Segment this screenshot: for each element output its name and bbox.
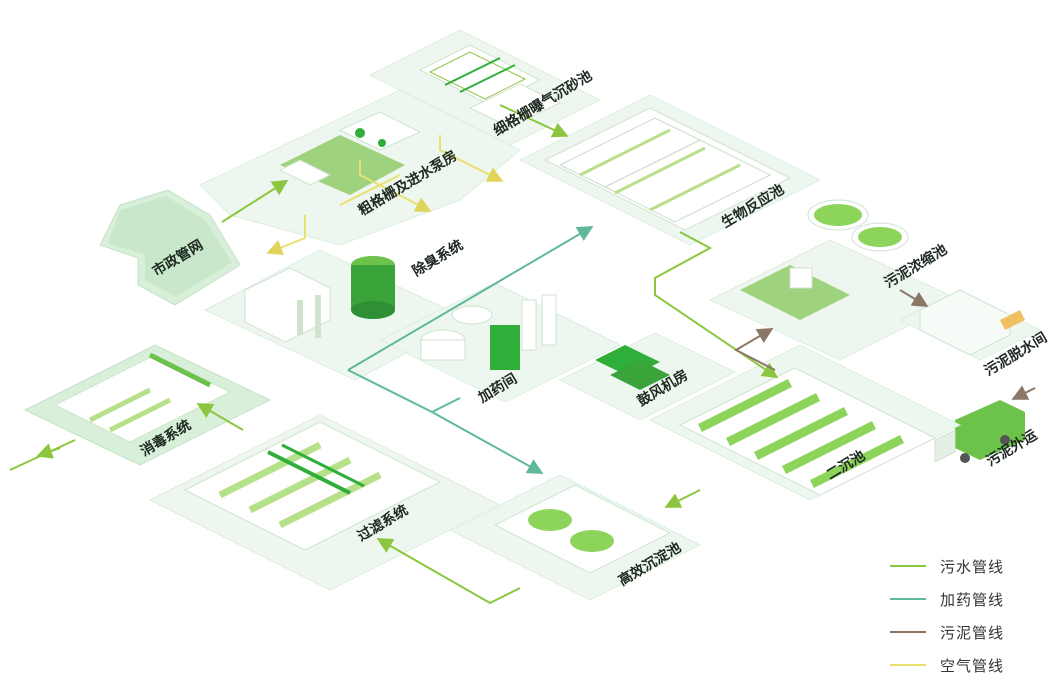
platform-blower bbox=[558, 332, 737, 421]
truck bbox=[934, 400, 1025, 463]
platform-dosing bbox=[378, 282, 622, 403]
legend: 污水管线 加药管线 污泥管线 空气管线 bbox=[890, 552, 1050, 684]
platform-fine-screen bbox=[368, 29, 602, 146]
legend-item-sludge: 污泥管线 bbox=[890, 618, 1050, 646]
platform-sludge-dewater bbox=[898, 289, 1042, 361]
legend-item-air: 空气管线 bbox=[890, 651, 1050, 679]
platform-bio-reactor bbox=[518, 94, 822, 246]
platform-hi-eff-sedimentation bbox=[448, 474, 702, 601]
label-deodor: 除臭系统 bbox=[409, 236, 466, 279]
platform-disinfection bbox=[23, 344, 272, 466]
legend-label: 加药管线 bbox=[940, 590, 1005, 609]
legend-label: 污水管线 bbox=[940, 557, 1005, 576]
platform-secondary-clarifier bbox=[648, 344, 962, 501]
legend-label: 空气管线 bbox=[940, 656, 1005, 675]
legend-swatch bbox=[890, 565, 926, 567]
legend-item-sewage: 污水管线 bbox=[890, 552, 1050, 580]
legend-swatch bbox=[890, 598, 926, 600]
legend-swatch bbox=[890, 631, 926, 633]
sewage-pipeline bbox=[9, 104, 779, 605]
air-pipeline bbox=[266, 135, 504, 255]
legend-label: 污泥管线 bbox=[940, 623, 1005, 642]
legend-swatch bbox=[890, 664, 926, 666]
platform-filtration bbox=[148, 414, 502, 591]
chemical-pipeline bbox=[347, 225, 594, 474]
sludge-pipeline bbox=[733, 289, 1036, 400]
legend-item-chemical: 加药管线 bbox=[890, 585, 1050, 613]
platform-municipal bbox=[99, 189, 241, 306]
platform-sludge-thickener bbox=[708, 199, 962, 361]
